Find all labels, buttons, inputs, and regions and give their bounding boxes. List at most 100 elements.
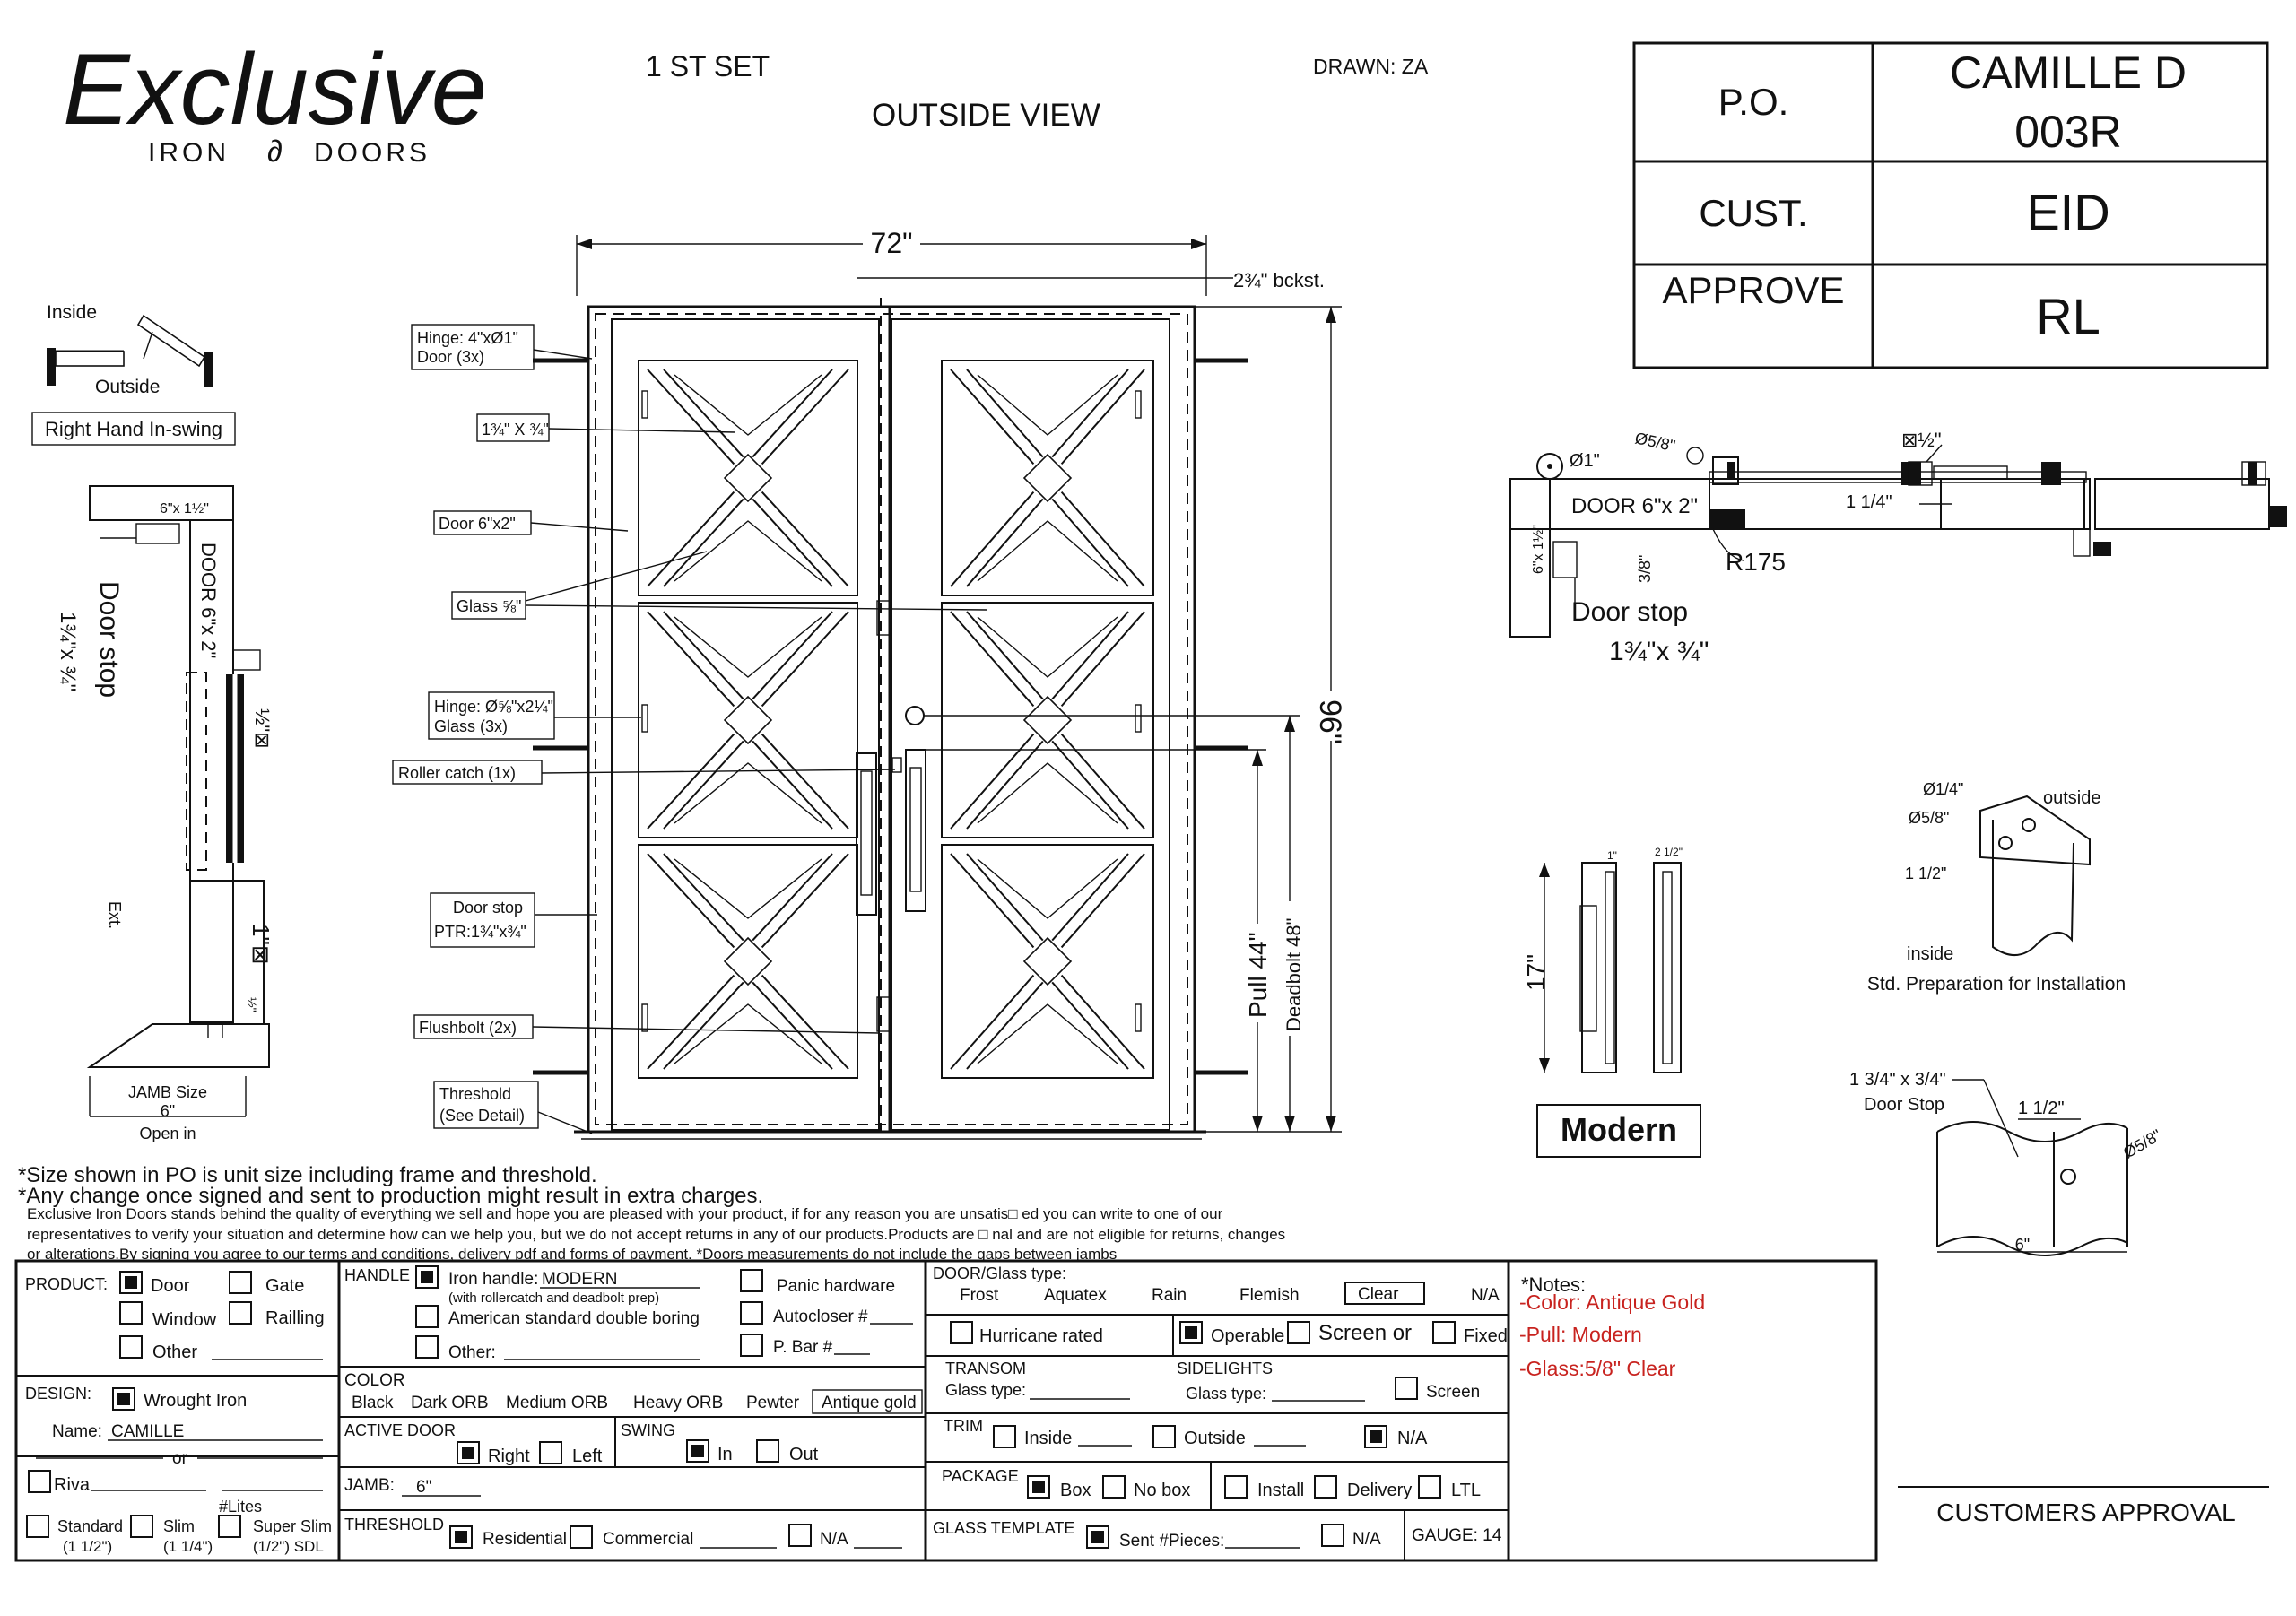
glass-template-na-checkbox[interactable] xyxy=(1321,1524,1344,1547)
design-riva-checkbox[interactable] xyxy=(28,1470,51,1493)
plan-d58: Ø5/8" xyxy=(1633,429,1677,455)
glass-template-sent-checkbox[interactable] xyxy=(1086,1525,1109,1549)
x-bar xyxy=(1051,853,1129,942)
callout-glass: Glass ⅝" xyxy=(457,597,521,615)
handle-autocloser-checkbox[interactable] xyxy=(740,1301,763,1325)
diamond-rosette xyxy=(1022,695,1073,745)
screen-or-label: Screen or xyxy=(1318,1321,1412,1345)
diamond-rosette xyxy=(723,453,773,503)
product-railing-checkbox[interactable] xyxy=(229,1301,252,1325)
form-note-color: -Color: Antique Gold xyxy=(1519,1290,1705,1314)
handle-small-1: 1" xyxy=(1607,849,1617,862)
threshold-label: THRESHOLD xyxy=(344,1516,444,1533)
x-bar xyxy=(647,853,735,949)
plan-three-eighth: 3/8" xyxy=(1636,555,1654,583)
swing-label: SWING xyxy=(621,1421,675,1439)
handle-pbar-checkbox[interactable] xyxy=(740,1334,763,1357)
callout-stop-1: Door stop xyxy=(453,899,523,917)
trim-outside: Outside xyxy=(1184,1429,1246,1448)
design-lites: #Lites xyxy=(219,1498,262,1516)
plan-half-mark: ⊠½" xyxy=(1901,429,1942,451)
diamond-rosette xyxy=(1022,453,1073,503)
handle-iron-sub: (with rollercatch and deadbolt prep) xyxy=(448,1290,659,1306)
handle-american-checkbox[interactable] xyxy=(415,1305,439,1328)
design-or: or xyxy=(172,1449,188,1468)
swing-type: Right Hand In-swing xyxy=(45,418,222,440)
handle-panic-checkbox[interactable] xyxy=(740,1269,763,1292)
swing-out-checkbox[interactable] xyxy=(756,1439,779,1463)
product-window: Window xyxy=(152,1310,217,1330)
jamb-top-dim: 6"x 1½" xyxy=(160,501,209,517)
product-window-checkbox[interactable] xyxy=(119,1301,143,1325)
x-bar xyxy=(966,740,1044,830)
x-bar xyxy=(1060,974,1145,1070)
elevation-callouts: Hinge: 4"xØ1" Door (3x) 1¾" X ¾" Door 6"… xyxy=(392,324,987,1134)
form-note-glass: -Glass:5/8" Clear xyxy=(1519,1357,1676,1380)
pull-dim: Pull 44" xyxy=(1244,932,1272,1018)
hurricane-checkbox[interactable] xyxy=(950,1321,973,1344)
handle-detail: 17" 1" 2 1/2" Modern xyxy=(1522,846,1701,1158)
screen-checkbox[interactable] xyxy=(1395,1377,1418,1400)
fixed-checkbox[interactable] xyxy=(1432,1321,1456,1344)
jamb-door-stop-dim: 1¾"x ¾" xyxy=(56,612,80,691)
approve-label: APPROVE xyxy=(1662,269,1844,311)
active-left: Left xyxy=(572,1447,603,1466)
glass-selected-box[interactable] xyxy=(1344,1282,1425,1305)
threshold-commercial-checkbox[interactable] xyxy=(570,1525,593,1549)
design-super-checkbox[interactable] xyxy=(218,1515,241,1538)
x-bar xyxy=(663,981,744,1070)
handle-name: Modern xyxy=(1561,1111,1677,1148)
x-bar xyxy=(752,369,833,458)
panel-inner-line xyxy=(977,858,1118,919)
transom-glass: Glass type: xyxy=(945,1381,1026,1399)
product-label: PRODUCT: xyxy=(25,1275,108,1293)
trim-na: N/A xyxy=(1397,1429,1428,1448)
jamb-glass-mark: ½"⊠ xyxy=(251,708,274,749)
design-slim-checkbox[interactable] xyxy=(130,1515,153,1538)
package-delivery-checkbox[interactable] xyxy=(1314,1475,1337,1499)
package-nobox-checkbox[interactable] xyxy=(1102,1475,1126,1499)
height-dim: 96" xyxy=(1313,699,1347,744)
color-label: COLOR xyxy=(344,1371,405,1390)
customer-approval: CUSTOMERS APPROVAL xyxy=(1936,1499,2236,1526)
package-ltl-checkbox[interactable] xyxy=(1418,1475,1441,1499)
design-standard-checkbox[interactable] xyxy=(26,1515,49,1538)
jamb-1in-mark: 1"⊠ xyxy=(248,924,274,964)
product-gate-checkbox[interactable] xyxy=(229,1271,252,1294)
jamb-label: JAMB: xyxy=(344,1476,395,1495)
callout-hinge-glass-1: Hinge: Ø⅝"x2¼" xyxy=(434,698,553,716)
package-install-checkbox[interactable] xyxy=(1224,1475,1248,1499)
stop-detail-one-half: 1 1/2" xyxy=(2018,1099,2065,1118)
trim-outside-checkbox[interactable] xyxy=(1152,1425,1176,1448)
handle-other-checkbox[interactable] xyxy=(415,1335,439,1359)
hurricane-label: Hurricane rated xyxy=(979,1326,1103,1346)
handle-panic: Panic hardware xyxy=(777,1277,895,1296)
transom-label: TRANSOM xyxy=(945,1360,1026,1377)
trim-inside-checkbox[interactable] xyxy=(993,1425,1016,1448)
callout-bar: 1¾" X ¾" xyxy=(482,421,549,439)
product-door-checkbox[interactable] xyxy=(119,1271,143,1294)
callout-roller: Roller catch (1x) xyxy=(398,764,516,782)
install-prep-detail: Ø1/4" Ø5/8" 1 1/2" outside inside Std. P… xyxy=(1867,780,2126,995)
panel-inner-line xyxy=(674,858,822,919)
active-right-checkbox[interactable] xyxy=(457,1441,480,1464)
swing-in-checkbox[interactable] xyxy=(686,1439,709,1463)
color-selected: Antique gold xyxy=(822,1394,917,1412)
handle-label: HANDLE xyxy=(344,1266,410,1284)
approve-value: RL xyxy=(2036,288,2100,344)
po-table: P.O. CAMILLE D 003R CUST. EID APPROVE RL xyxy=(1632,41,2269,369)
product-other-checkbox[interactable] xyxy=(119,1335,143,1359)
color-selected-box[interactable] xyxy=(812,1389,923,1414)
panel-inner-line xyxy=(674,762,822,824)
handle-other: Other: xyxy=(448,1343,496,1362)
trim-inside: Inside xyxy=(1024,1429,1072,1448)
sidelights-glass: Glass type: xyxy=(1186,1385,1266,1403)
x-bar xyxy=(966,498,1044,587)
screen-or-checkbox[interactable] xyxy=(1287,1321,1310,1344)
threshold-na-checkbox[interactable] xyxy=(788,1524,812,1547)
active-left-checkbox[interactable] xyxy=(539,1441,562,1464)
brand-logo: Exclusive IRON ∂ DOORS xyxy=(63,33,487,169)
x-bar xyxy=(752,498,833,587)
color-dark-orb: Dark ORB xyxy=(411,1394,489,1412)
